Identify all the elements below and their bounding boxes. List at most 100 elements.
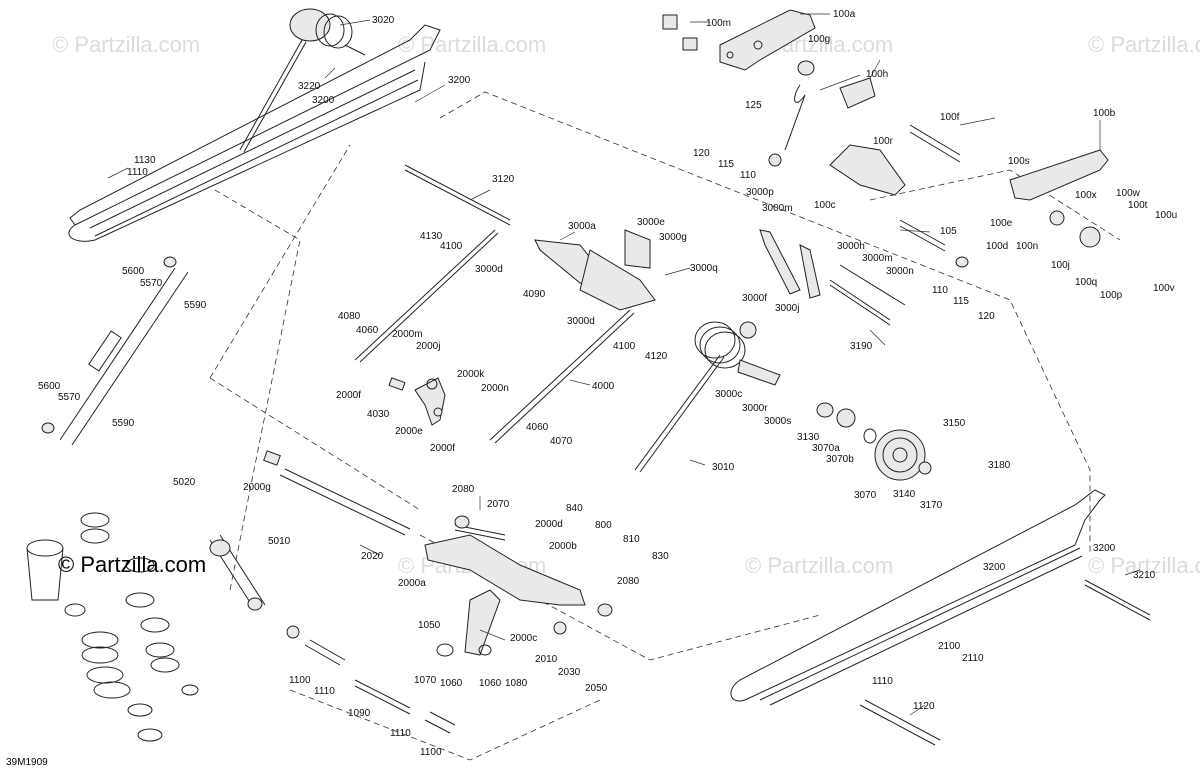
callout-100p: 100p bbox=[1100, 290, 1123, 301]
brand-label: © Partzilla.com bbox=[58, 552, 207, 577]
callout-1110: 1110 bbox=[314, 686, 335, 697]
callout-120: 120 bbox=[693, 148, 710, 159]
callout-5600: 5600 bbox=[38, 381, 61, 392]
callout-3070a: 3070a bbox=[812, 443, 840, 454]
callout-3000h: 3000h bbox=[837, 241, 865, 252]
callout-100t: 100t bbox=[1128, 200, 1148, 211]
callout-100g: 100g bbox=[808, 34, 830, 45]
callout-5010: 5010 bbox=[268, 536, 291, 547]
callout-3170: 3170 bbox=[920, 500, 943, 511]
rear-arm-shaft bbox=[534, 229, 821, 311]
diagram-code: 39M1909 bbox=[6, 757, 48, 768]
callout-3000a: 3000a bbox=[568, 221, 596, 232]
callout-labels: 3020 3220 3200 3200 1130 1110 5600 5570 … bbox=[38, 9, 1177, 758]
callout-3000q: 3000q bbox=[690, 263, 718, 274]
callout-2050: 2050 bbox=[585, 683, 608, 694]
callout-3220: 3220 bbox=[298, 81, 321, 92]
shock-absorber bbox=[41, 256, 189, 446]
assembly-outline bbox=[209, 144, 351, 379]
callout-3180: 3180 bbox=[988, 460, 1011, 471]
assembly-outline bbox=[289, 689, 601, 761]
callout-1060: 1060 bbox=[440, 678, 463, 689]
callout-2080: 2080 bbox=[617, 576, 640, 587]
callout-3000m: 3000m bbox=[862, 253, 893, 264]
callout-3000j: 3000j bbox=[775, 303, 799, 314]
callout-2110: 2110 bbox=[962, 653, 984, 664]
callout-100c: 100c bbox=[814, 200, 836, 211]
callout-2000e: 2000e bbox=[395, 426, 423, 437]
callout-2080: 2080 bbox=[452, 484, 475, 495]
callout-5020: 5020 bbox=[173, 477, 196, 488]
callout-840: 840 bbox=[566, 503, 583, 514]
front-arm-bracket bbox=[662, 9, 816, 151]
callout-4070: 4070 bbox=[550, 436, 573, 447]
right-bracket bbox=[955, 149, 1109, 268]
callout-4100: 4100 bbox=[613, 341, 636, 352]
callout-4090: 4090 bbox=[523, 289, 546, 300]
callout-3000f: 3000f bbox=[742, 293, 767, 304]
callout-120: 120 bbox=[978, 311, 995, 322]
callout-2000f: 2000f bbox=[430, 443, 455, 454]
callout-800: 800 bbox=[595, 520, 612, 531]
callout-3000g: 3000g bbox=[659, 232, 687, 243]
callout-2000b: 2000b bbox=[549, 541, 577, 552]
callout-1080: 1080 bbox=[505, 678, 528, 689]
callout-2020: 2020 bbox=[361, 551, 384, 562]
callout-1060: 1060 bbox=[479, 678, 502, 689]
callout-2000j: 2000j bbox=[416, 341, 440, 352]
callout-3020: 3020 bbox=[372, 15, 395, 26]
callout-3000n: 3000n bbox=[886, 266, 914, 277]
callout-3000r: 3000r bbox=[742, 403, 768, 414]
callout-2000n: 2000n bbox=[481, 383, 509, 394]
callout-3210: 3210 bbox=[1133, 570, 1156, 581]
assembly-outline bbox=[439, 91, 1091, 555]
callout-2000k: 2000k bbox=[457, 369, 485, 380]
callout-1110: 1110 bbox=[127, 167, 148, 178]
callout-3140: 3140 bbox=[893, 489, 916, 500]
callout-5570: 5570 bbox=[58, 392, 81, 403]
callout-3070b: 3070b bbox=[826, 454, 854, 465]
front-swing-arm bbox=[263, 450, 613, 734]
watermark: © Partzilla.com bbox=[745, 553, 894, 578]
callout-810: 810 bbox=[623, 534, 640, 545]
link-bracket bbox=[388, 377, 446, 426]
callout-110: 110 bbox=[932, 285, 948, 296]
leader-lines bbox=[107, 13, 1141, 716]
callout-4120: 4120 bbox=[645, 351, 668, 362]
callout-3130: 3130 bbox=[797, 432, 820, 443]
callout-3010: 3010 bbox=[712, 462, 735, 473]
callout-3200: 3200 bbox=[448, 75, 471, 86]
assembly-outline bbox=[419, 534, 821, 661]
callout-100s: 100s bbox=[1008, 156, 1030, 167]
callout-1100: 1100 bbox=[420, 747, 442, 758]
callout-100m: 100m bbox=[706, 18, 731, 29]
callout-115: 115 bbox=[953, 296, 969, 307]
callout-3000s: 3000s bbox=[764, 416, 791, 427]
callout-115: 115 bbox=[718, 159, 734, 170]
callout-5570: 5570 bbox=[140, 278, 163, 289]
callout-100v: 100v bbox=[1153, 283, 1175, 294]
callout-3000d: 3000d bbox=[475, 264, 503, 275]
rear-torsion-spring bbox=[694, 321, 781, 386]
cross-shafts bbox=[354, 164, 906, 473]
callout-1120: 1120 bbox=[913, 701, 935, 712]
callout-3120: 3120 bbox=[492, 174, 515, 185]
callout-5590: 5590 bbox=[112, 418, 135, 429]
callout-100b: 100b bbox=[1093, 108, 1116, 119]
callout-3200: 3200 bbox=[1093, 543, 1116, 554]
callout-3190: 3190 bbox=[850, 341, 873, 352]
callout-100u: 100u bbox=[1155, 210, 1177, 221]
callout-3200: 3200 bbox=[312, 95, 335, 106]
callout-100j: 100j bbox=[1051, 260, 1070, 271]
rear-spring-left bbox=[239, 8, 366, 153]
callout-2000m: 2000m bbox=[392, 329, 423, 340]
idler-wheel bbox=[816, 402, 932, 481]
callout-110: 110 bbox=[740, 170, 756, 181]
callout-1130: 1130 bbox=[134, 155, 156, 166]
watermark: © Partzilla.com bbox=[1088, 553, 1200, 578]
callout-2010: 2010 bbox=[535, 654, 558, 665]
callout-1110: 1110 bbox=[872, 676, 893, 687]
callout-3000d: 3000d bbox=[567, 316, 595, 327]
callout-3200: 3200 bbox=[983, 562, 1006, 573]
